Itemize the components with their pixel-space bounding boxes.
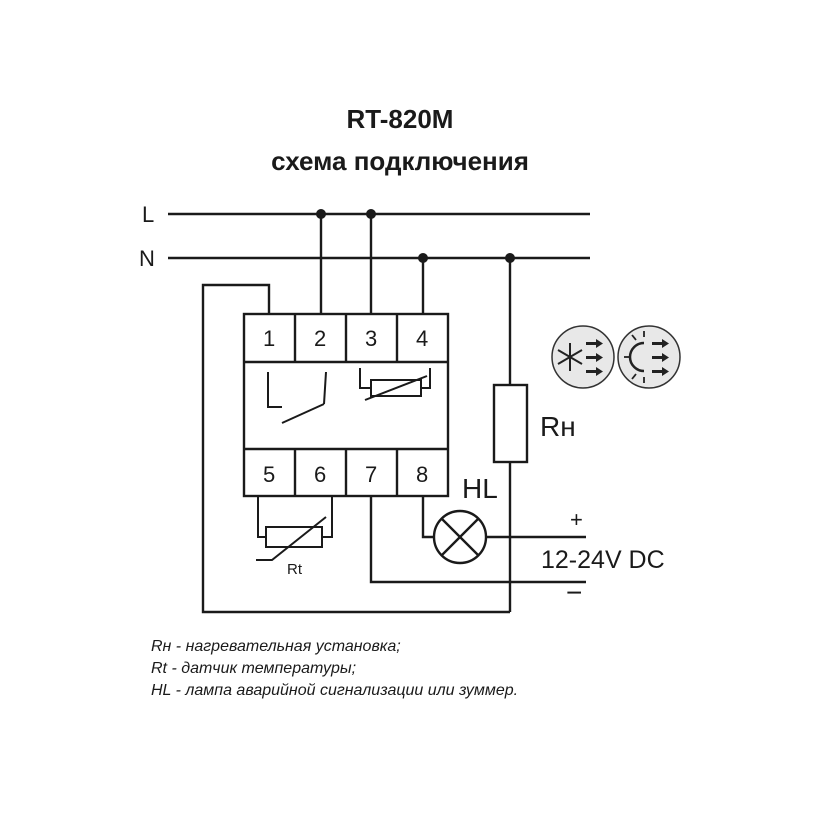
- dc-minus-label: −: [566, 577, 582, 608]
- lamp-label: HL: [462, 473, 498, 504]
- terminal-5-label: 5: [263, 462, 275, 487]
- heater-resistor: [492, 383, 529, 464]
- terminal-1-label: 1: [263, 326, 275, 351]
- terminal-2-label: 2: [314, 326, 326, 351]
- rail-n-label: N: [139, 246, 155, 271]
- terminal-3-label: 3: [365, 326, 377, 351]
- cooling-mode-icon: [551, 325, 615, 389]
- heater-label: Rн: [540, 411, 576, 442]
- dc-plus-label: +: [570, 507, 583, 532]
- relay-contact-symbol: [267, 371, 327, 424]
- terminal-4-label: 4: [416, 326, 428, 351]
- sensor-label: Rt: [287, 561, 303, 578]
- legend-lamp: HL - лампа аварийной сигнализации или зу…: [151, 682, 519, 699]
- diagram-subtitle: схема подключения: [271, 146, 529, 176]
- legend: Rн - нагревательная установка; Rt - датч…: [151, 636, 518, 702]
- alarm-lamp: [432, 509, 488, 565]
- legend-sensor: Rt - датчик температуры;: [151, 660, 357, 677]
- rail-l: L: [142, 202, 590, 227]
- internal-resistor-symbol: [359, 368, 431, 401]
- terminal-8-label: 8: [416, 462, 428, 487]
- diagram-title: RT-820M: [346, 104, 454, 134]
- rail-l-label: L: [142, 202, 154, 227]
- terminal-7-label: 7: [365, 462, 377, 487]
- rail-n: N: [139, 246, 590, 271]
- heating-mode-icon: [617, 325, 681, 389]
- terminal-6-label: 6: [314, 462, 326, 487]
- dc-voltage-label: 12-24V DC: [541, 546, 665, 574]
- relay-device: 1 2 3 4 5 6 7 8: [242, 312, 450, 498]
- temperature-sensor: Rt: [256, 496, 333, 578]
- legend-heater: Rн - нагревательная установка;: [151, 638, 401, 655]
